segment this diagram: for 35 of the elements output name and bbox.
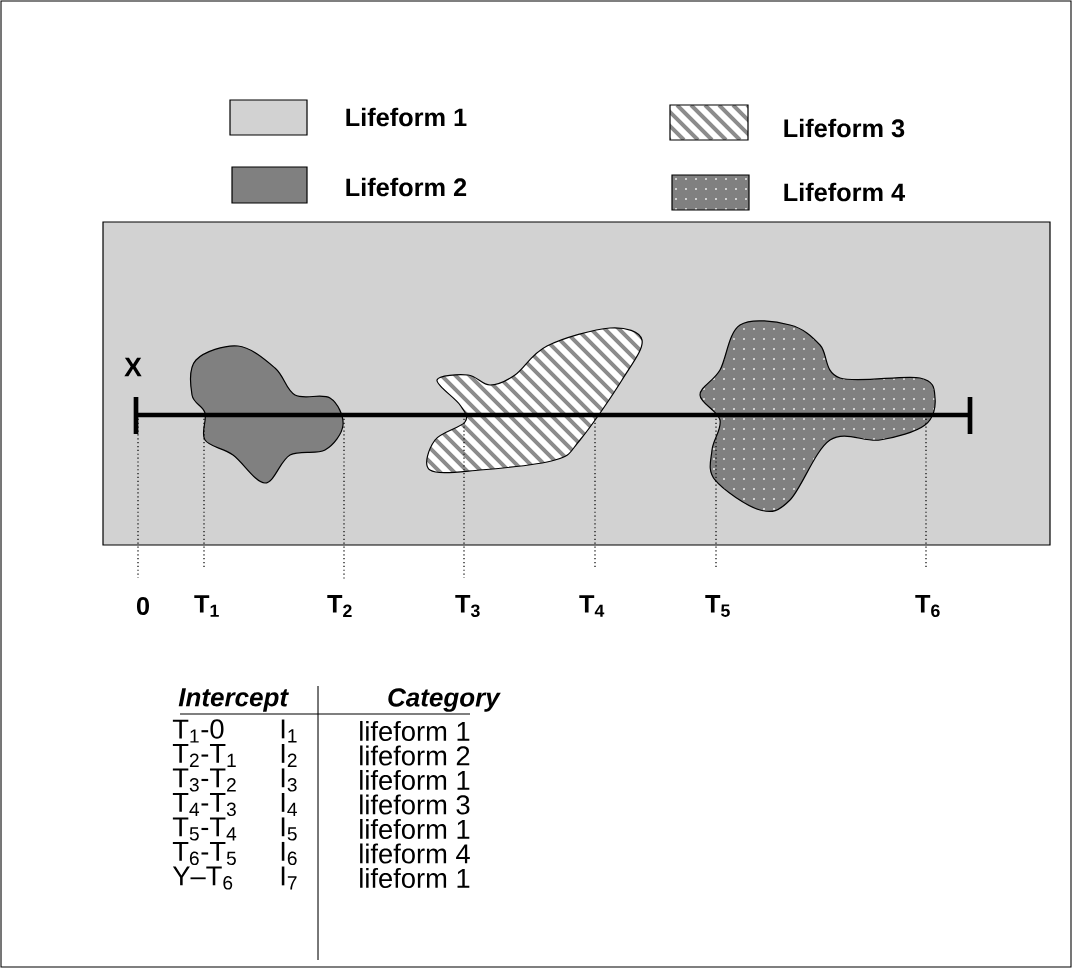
tick-label: T$_{4}$ xyxy=(579,595,605,617)
table-cell: T$_{3}$-T$_{2}$ xyxy=(172,768,236,792)
table-cell: lifeform 4 xyxy=(360,843,470,864)
table-cell: lifeform 2 xyxy=(360,745,470,766)
table-cell: lifeform 3 xyxy=(360,794,470,815)
tick-label: T$_{2}$ xyxy=(327,595,352,617)
table-cell: T$_{5}$-T$_{4}$ xyxy=(172,817,237,841)
table-cell: lifeform 1 xyxy=(360,769,470,791)
table-cell: I$_{2}$ xyxy=(281,744,297,767)
legend-label: Lifeform 4 xyxy=(784,182,905,202)
table-cell: lifeform 1 xyxy=(360,818,470,840)
table-header: Intercept xyxy=(178,688,289,712)
table-cell: I$_{4}$ xyxy=(281,793,297,816)
legend-label: Lifeform 1 xyxy=(346,107,467,127)
legend-label: Lifeform 3 xyxy=(784,118,905,138)
tick-label: T$_{6}$ xyxy=(915,595,940,617)
table-cell: I$_{6}$ xyxy=(281,841,297,866)
table-cell: T$_{1}$-0 xyxy=(172,719,224,743)
tick-label: T$_{1}$ xyxy=(194,595,219,617)
tick-label: T$_{3}$ xyxy=(455,594,480,618)
table-cell: I$_{3}$ xyxy=(281,768,297,792)
table-cell: lifeform 1 xyxy=(360,867,470,889)
table-cell: Y–T$_{6}$ xyxy=(172,866,233,890)
table-cell: T$_{6}$-T$_{5}$ xyxy=(172,841,236,866)
table-cell: I$_{7}$ xyxy=(281,866,297,890)
table-cell: T$_{2}$-T$_{1}$ xyxy=(172,744,236,767)
tick-label: 0 xyxy=(136,597,149,615)
table-cell: I$_{5}$ xyxy=(281,817,297,841)
legend-label: Lifeform 2 xyxy=(346,177,467,197)
table-cell: T$_{4}$-T$_{3}$ xyxy=(172,792,236,817)
tick-label: T$_{5}$ xyxy=(705,595,730,617)
table-cell: lifeform 1 xyxy=(360,720,470,742)
table-header: Category xyxy=(388,688,501,712)
axis-label: X xyxy=(124,357,142,377)
table-cell: I$_{1}$ xyxy=(281,719,297,743)
